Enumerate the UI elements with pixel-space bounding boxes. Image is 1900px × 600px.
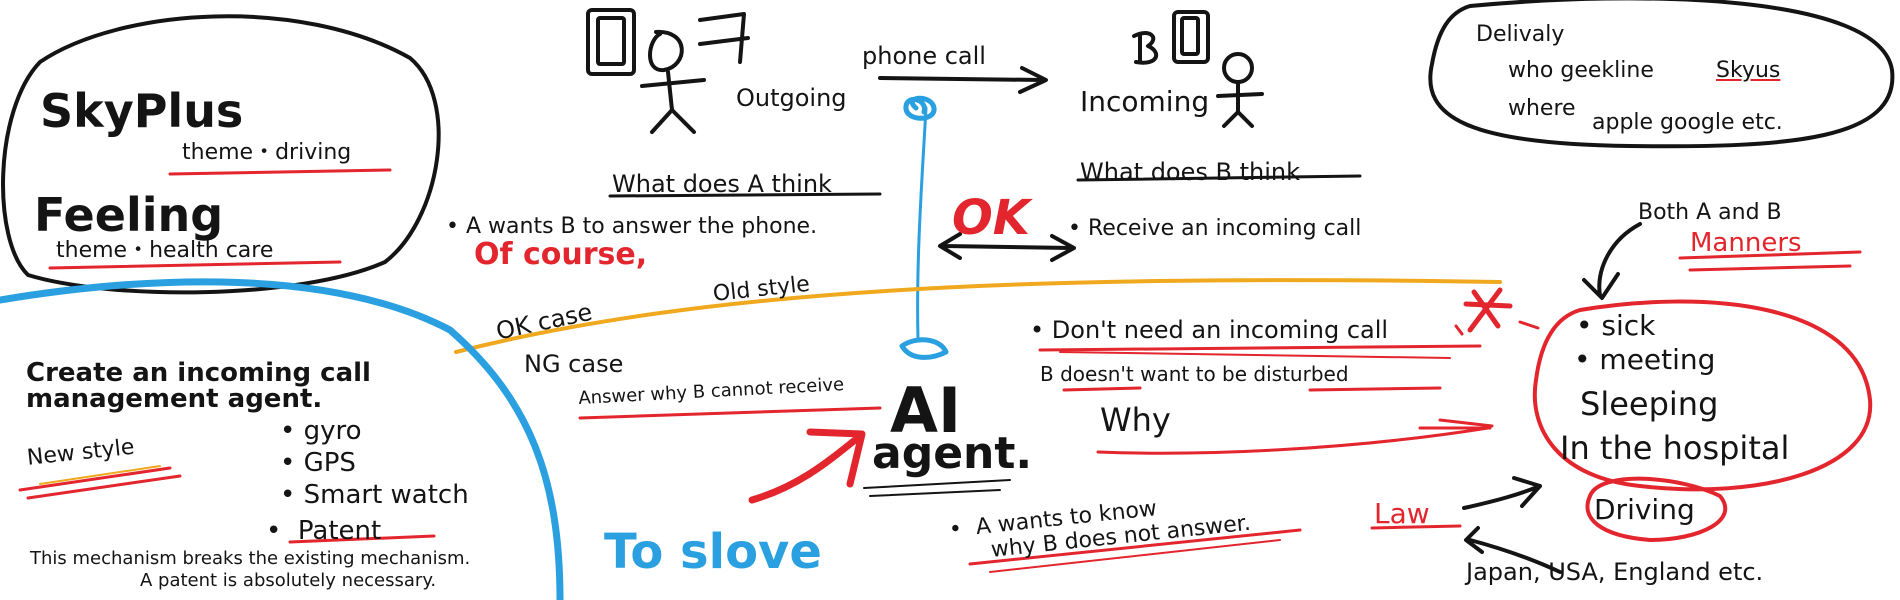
- arrow-countries: [1464, 526, 1562, 574]
- title-feeling: Feeling: [34, 188, 224, 242]
- law-label: Law: [1374, 497, 1430, 530]
- agent-label: agent.: [872, 428, 1033, 479]
- ng-case-label: NG case: [524, 350, 624, 378]
- what-does-b-think: What does B think: [1080, 158, 1300, 186]
- where-companies: apple google etc.: [1592, 110, 1783, 135]
- blue-scribble-top: [903, 95, 937, 121]
- b-doesnt-want: B doesn't want to be disturbed: [1040, 362, 1349, 386]
- person-a-figure: [586, 8, 750, 134]
- phone-call-arrow: [878, 66, 1048, 94]
- both-a-and-b: Both A and B: [1638, 200, 1782, 225]
- create-agent-line1: Create an incoming call: [26, 358, 371, 388]
- delivery-label: Delivaly: [1476, 22, 1565, 47]
- red-arrow-to-ai: [748, 428, 866, 504]
- reason-sleeping: Sleeping: [1580, 385, 1719, 423]
- item-smart-watch: • Smart watch: [280, 480, 469, 510]
- of-course-label: Of course,: [474, 237, 648, 272]
- where-label: where: [1508, 96, 1576, 121]
- incoming-label: Incoming: [1080, 85, 1210, 118]
- outgoing-label: Outgoing: [736, 84, 847, 112]
- ai-label: AI: [890, 374, 962, 447]
- item-patent: • Patent: [266, 516, 382, 546]
- mechanism-line2: A patent is absolutely necessary.: [140, 570, 437, 591]
- underline-what-b: [1076, 174, 1362, 182]
- curved-arrow-both: [1582, 222, 1642, 300]
- skyplus-bubble: [1, 14, 441, 295]
- skyus-label: Skyus: [1716, 58, 1781, 83]
- reason-hospital: In the hospital: [1560, 429, 1790, 467]
- reason-driving: Driving: [1594, 493, 1695, 526]
- item-gyro: • gyro: [280, 416, 362, 446]
- item-gps: • GPS: [280, 448, 356, 478]
- receive-incoming-call: • Receive an incoming call: [1068, 216, 1362, 241]
- theme-health-care: theme・health care: [56, 238, 274, 263]
- why-label: Why: [1100, 401, 1171, 439]
- underline-what-a: [608, 192, 882, 198]
- person-b-figure: [1132, 10, 1264, 128]
- ok-label: OK: [952, 190, 1030, 246]
- mechanism-line1: This mechanism breaks the existing mecha…: [30, 548, 471, 569]
- red-circle: [1532, 299, 1873, 492]
- to-solve-label: To slove: [604, 524, 822, 580]
- title-skyplus: SkyPlus: [40, 84, 244, 138]
- reason-meeting: • meeting: [1574, 343, 1716, 376]
- dont-need-call: • Don't need an incoming call: [1030, 316, 1389, 344]
- arrow-law: [1462, 476, 1542, 510]
- blue-scribble-bottom: [899, 337, 949, 360]
- reason-sick: • sick: [1576, 309, 1656, 342]
- countries-label: Japan, USA, England etc.: [1466, 558, 1764, 586]
- red-ellipse-driving: [1585, 476, 1728, 542]
- who-label: who geekline: [1508, 58, 1654, 83]
- orange-divider-line: [454, 278, 1502, 354]
- delivery-bubble: [1428, 0, 1895, 149]
- create-agent-line2: management agent.: [26, 384, 323, 414]
- phone-call-label: phone call: [862, 42, 986, 70]
- blue-connector: [916, 106, 928, 342]
- theme-driving: theme・driving: [182, 140, 352, 165]
- manners-label: Manners: [1690, 228, 1802, 258]
- a-wants-b-answer: • A wants B to answer the phone.: [446, 214, 818, 239]
- double-arrow: [938, 232, 1076, 262]
- what-does-a-think: What does A think: [612, 170, 832, 198]
- blue-boundary-curve: [0, 278, 564, 600]
- red-x-mark: [1463, 287, 1513, 333]
